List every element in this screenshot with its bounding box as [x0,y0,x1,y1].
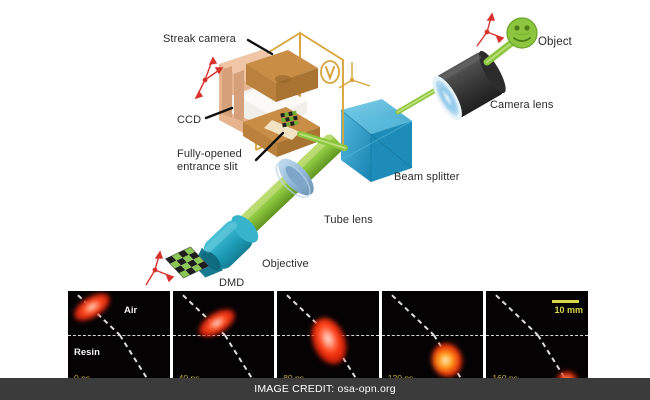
axes-gold [338,62,371,89]
frame-120ps: 120 ps [381,291,484,386]
objective-lens [193,215,259,278]
time-lapse-frame-strip: Air Resin 0 ps 40 ps 80 ps [68,291,588,386]
label-resin: Resin [74,347,100,358]
frame-160ps: 10 mm 160 ps [486,291,588,386]
label-tube-lens: Tube lens [324,214,373,226]
label-streak-camera: Streak camera [163,33,236,45]
streak-grid [280,110,299,128]
dmd-chip [164,246,210,279]
frame-badge-v [320,60,340,84]
frame-0ps: Air Resin 0 ps [68,291,170,386]
label-beam-splitter: Beam splitter [394,171,460,183]
label-objective: Objective [262,258,309,270]
frame-80ps: 80 ps [277,291,379,386]
axes-red-dmd [145,250,175,286]
label-dmd: DMD [219,277,245,289]
optical-setup-diagram: Streak camera CCD Fully-opened entrance … [145,12,572,289]
ray-path [495,294,571,386]
leader-lines [204,38,285,162]
axes-red-object [476,12,505,47]
camera-lens-body [432,50,506,121]
tube-lens-ring [275,158,314,198]
ray-path [391,294,467,386]
label-object: Object [538,36,572,48]
scale-bar-label: 10 mm [554,305,583,315]
ray-path [181,294,258,386]
label-entrance-slit: Fully-opened entrance slit [177,148,242,173]
object-smiley [506,17,538,49]
axes-red-streak [194,56,224,100]
image-credit-bar: IMAGE CREDIT: osa-opn.org [0,378,650,400]
schematic-svg [145,12,538,286]
streak-camera-body [219,50,348,157]
scale-bar [551,300,579,303]
label-camera-lens: Camera lens [490,99,554,111]
label-ccd: CCD [177,114,202,126]
beam-splitter-cube [340,99,413,182]
image-credit-text: IMAGE CREDIT: osa-opn.org [254,383,396,395]
label-air: Air [124,305,138,316]
frame-40ps: 40 ps [172,291,275,386]
